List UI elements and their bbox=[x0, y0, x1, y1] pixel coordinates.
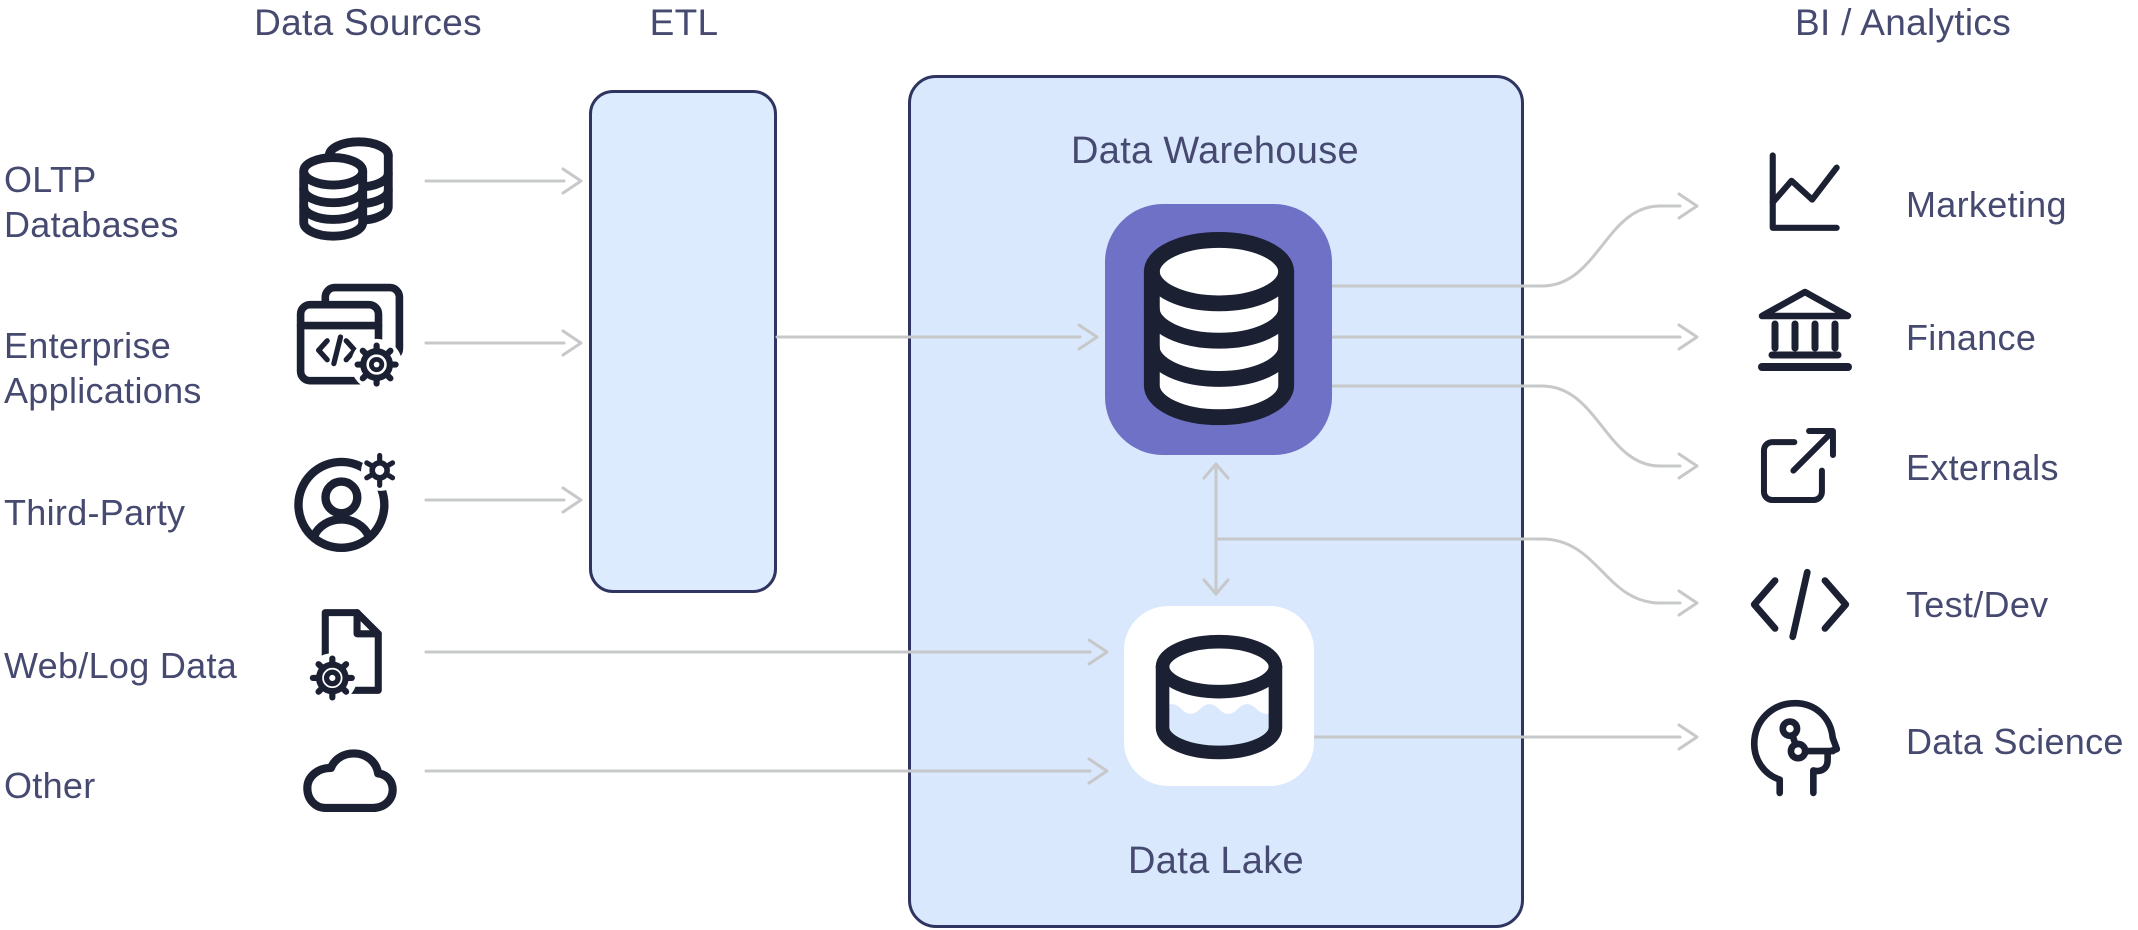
source-label-thirdparty: Third-Party bbox=[4, 492, 186, 533]
bank-icon bbox=[1758, 288, 1852, 371]
bi-analytics-header: BI / Analytics bbox=[1794, 2, 2012, 43]
line-chart-icon bbox=[1769, 152, 1840, 231]
source-label-enterprise: Enterprise Applications bbox=[4, 325, 202, 411]
head-circuit-icon bbox=[1750, 699, 1841, 797]
source-label-oltp: OLTP Databases bbox=[4, 159, 179, 245]
code-icon bbox=[1750, 568, 1850, 641]
data-lake-cylinder-icon bbox=[1155, 634, 1283, 760]
file-gear-icon bbox=[307, 609, 382, 703]
etl-box bbox=[589, 90, 777, 593]
warehouse-title: Data Warehouse bbox=[1071, 130, 1359, 172]
cloud-icon bbox=[303, 749, 397, 813]
target-label-datascience: Data Science bbox=[1906, 721, 2124, 762]
etl-header: ETL bbox=[649, 2, 719, 43]
arrow-enterprise-to-etl bbox=[424, 329, 583, 357]
database-icon bbox=[1143, 231, 1294, 426]
data-lake-badge bbox=[1124, 606, 1314, 786]
source-label-weblog: Web/Log Data bbox=[4, 645, 238, 686]
warehouse-badge bbox=[1105, 204, 1332, 455]
data-sources-header: Data Sources bbox=[254, 2, 482, 43]
warehouse-lake-panel bbox=[908, 75, 1524, 928]
database-stack-icon bbox=[299, 137, 393, 241]
arrow-thirdparty-to-etl bbox=[424, 486, 583, 514]
source-label-other: Other bbox=[4, 765, 96, 806]
target-label-externals: Externals bbox=[1906, 447, 2059, 488]
app-window-code-gear-icon bbox=[296, 283, 404, 391]
data-lake-title: Data Lake bbox=[1128, 840, 1304, 882]
external-link-icon bbox=[1760, 428, 1836, 504]
arrow-oltp-to-etl bbox=[424, 167, 583, 195]
user-gear-icon bbox=[294, 451, 401, 552]
target-label-finance: Finance bbox=[1906, 317, 2037, 358]
target-label-testdev: Test/Dev bbox=[1906, 584, 2049, 625]
target-label-marketing: Marketing bbox=[1906, 184, 2067, 225]
